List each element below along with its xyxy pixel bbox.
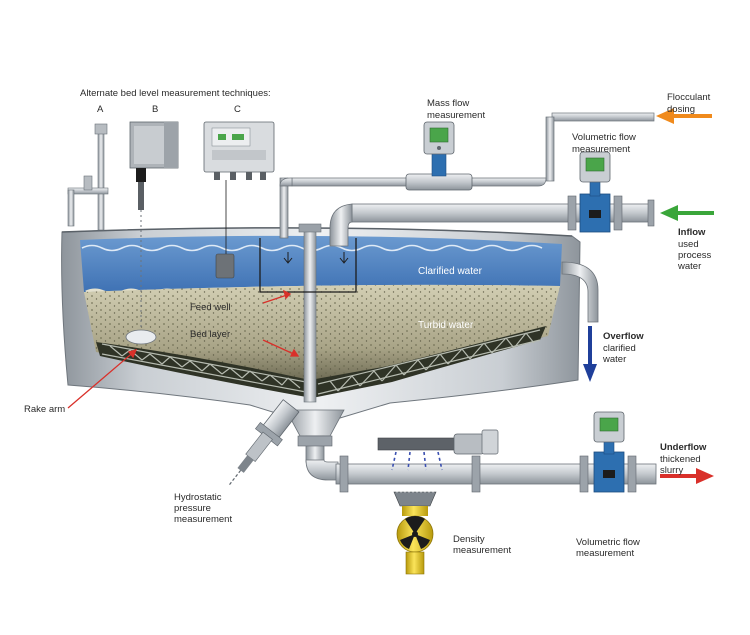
pointer-arrows — [67, 289, 300, 409]
vol-flow-top-label-2: measurement — [572, 144, 631, 155]
overflow-label-1: clarified — [603, 343, 636, 354]
bed-level-device-c — [203, 121, 275, 279]
clarified-water-label: Clarified water — [418, 266, 482, 277]
inflow-title: Inflow — [678, 227, 706, 238]
inflow-arrow — [660, 205, 714, 221]
rake-arm-label: Rake arm — [24, 404, 66, 415]
inflow-label-3: water — [678, 261, 702, 272]
underflow-title: Underflow — [660, 442, 707, 453]
level-float — [215, 253, 235, 279]
bed-level-device-b — [125, 121, 179, 345]
hydrostatic-label-1: Hydrostatic — [174, 492, 222, 503]
turbid-water-label: Turbid water — [418, 320, 474, 331]
volumetric-flow-meter-top — [579, 151, 611, 233]
density-label-1: Density — [453, 534, 485, 545]
feed-well — [259, 238, 357, 293]
diagram-title: Alternate bed level measurement techniqu… — [80, 88, 271, 99]
vol-flow-top-label: Volumetric flow — [572, 132, 636, 143]
bed-level-device-a — [67, 123, 109, 231]
source-holder — [393, 491, 437, 507]
vol-flow-bottom-label-1: Volumetric flow — [576, 537, 640, 548]
hydrostatic-pressure-sensor — [227, 399, 300, 487]
density-gauge — [377, 429, 499, 575]
flocculant-label-2: dosing — [667, 104, 695, 115]
option-c-label: C — [234, 104, 241, 115]
hydrostatic-label-3: measurement — [174, 514, 233, 525]
clarified-water-zone — [80, 235, 562, 292]
underflow-label-1: thickened — [660, 454, 701, 465]
overflow-arrow — [583, 326, 597, 382]
tank-rim — [61, 227, 573, 237]
center-drive-shaft — [303, 225, 317, 403]
feed-well-label: Feed well — [190, 302, 231, 313]
vol-flow-bottom-label-2: measurement — [576, 548, 635, 559]
mass-flow-label: Mass flow — [427, 98, 470, 109]
inflow-label-1: used — [678, 239, 699, 250]
overflow-label-2: water — [603, 354, 627, 365]
mass-flow-meter — [405, 121, 473, 191]
option-b-label: B — [152, 104, 159, 115]
rake-arm-right — [317, 329, 541, 395]
sensor-plate — [125, 329, 157, 345]
volumetric-flow-meter-bottom — [593, 411, 625, 493]
overflow-title: Overflow — [603, 331, 644, 342]
density-label-2: measurement — [453, 545, 512, 556]
flocculant-arrow — [656, 108, 712, 124]
underflow-arrow — [660, 468, 714, 484]
inflow-pipeline — [329, 195, 655, 247]
shaft-cap — [298, 223, 322, 233]
bed-layer-label: Bed layer — [190, 329, 231, 340]
hydrostatic-label-2: pressure — [174, 503, 211, 514]
option-a-label: A — [97, 104, 104, 115]
flocculant-label: Flocculant — [667, 92, 711, 103]
mass-flow-label-2: measurement — [427, 110, 486, 121]
feed-well-arrows — [283, 252, 349, 264]
inflow-label-2: process — [678, 250, 712, 261]
underflow-pipeline — [297, 435, 657, 493]
overflow-launder — [561, 261, 599, 323]
thickener-tank — [61, 223, 599, 437]
underflow-label-2: slurry — [660, 465, 684, 476]
